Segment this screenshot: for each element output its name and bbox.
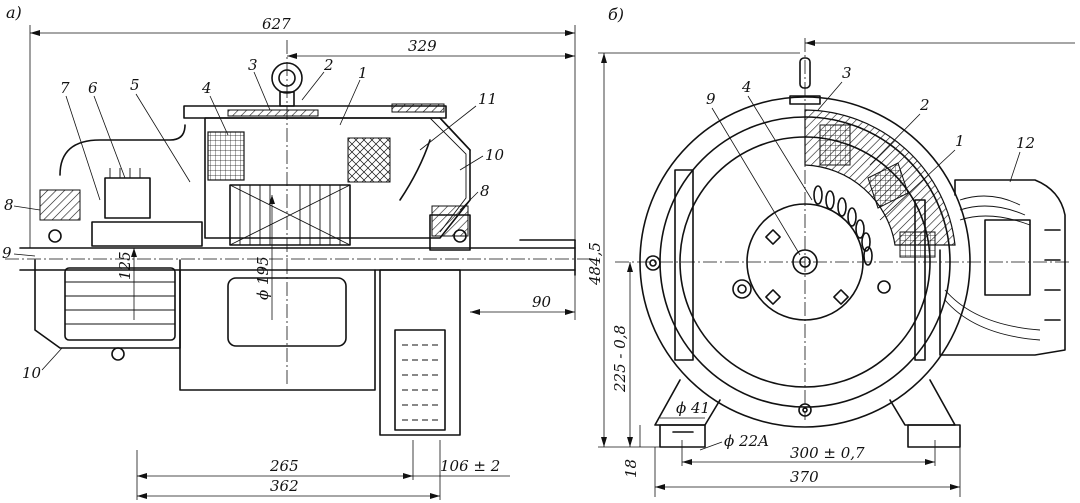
callout-1-a: 1: [358, 64, 368, 82]
frame-outer: [639, 96, 971, 428]
dimension-627: 6 2 7: [29, 15, 576, 248]
dimension-18: 18: [598, 425, 660, 478]
dimension-125: 125: [116, 248, 137, 320]
callout-7-a: 7: [60, 79, 70, 97]
callout-8-left: 8: [4, 196, 14, 214]
callout-10-bottom: 10: [22, 364, 42, 382]
dimension-329-label: 329: [408, 37, 437, 55]
terminal-box-end: [939, 179, 1066, 356]
dimension-90: 90: [470, 275, 576, 320]
dimension-370-label: 370: [790, 468, 819, 486]
dimension-225-label: 225 - 0,8: [611, 325, 629, 393]
callout-1-b: 1: [955, 132, 965, 150]
brush-holder: [104, 177, 151, 219]
dimension-225: 225 - 0,8: [611, 262, 633, 447]
bearing-right: [431, 205, 469, 237]
dimension-diameter-41-label: ϕ 41: [676, 399, 710, 417]
dimension-329: 329: [287, 37, 575, 59]
fan-blade: [399, 139, 431, 201]
callout-8-right: 8: [480, 182, 490, 200]
callout-10-right: 10: [485, 146, 505, 164]
dimension-106: 106 ± 2: [413, 457, 510, 477]
callout-9-b: 9: [706, 90, 716, 108]
dimension-diameter-195-label: ϕ 195: [254, 256, 272, 300]
callout-2-a: 2: [323, 56, 334, 74]
dimension-484-5-label: 484,5: [586, 242, 604, 286]
panel-label-a: а): [6, 3, 22, 22]
dimension-370: 370: [654, 447, 961, 497]
callout-2-b: 2: [919, 96, 930, 114]
dimension-300: 300 ± 0,7: [681, 440, 936, 466]
dimension-265-label: 265: [269, 457, 299, 475]
callout-6-a: 6: [88, 79, 98, 97]
side-plate-left: [674, 169, 694, 361]
callout-labels-a: 1 2 3 4 5 6 7 8 8 9 10 10 11: [2, 56, 505, 382]
callout-9-a: 9: [2, 244, 12, 262]
panel-label-b: б): [608, 5, 624, 24]
callout-3-b: 3: [842, 64, 852, 82]
lifting-stud: [799, 57, 811, 89]
terminal-box: [379, 269, 461, 436]
dimension-106-label: 106 ± 2: [440, 457, 500, 475]
terminal-window: [227, 277, 347, 347]
callout-11-a: 11: [478, 90, 497, 108]
dimension-diameter-195: ϕ 195: [254, 195, 275, 320]
callout-labels-b: 1 2 3 4 9 12: [706, 64, 1035, 256]
dimension-484-5: 484,5: [586, 52, 800, 447]
dimension-diameter-22a: ϕ 22A: [699, 432, 769, 451]
dimension-265: 265: [137, 457, 413, 479]
lower-housing: [179, 269, 376, 391]
dimension-362-label: 362: [270, 477, 299, 495]
dimension-362: 362: [136, 440, 441, 500]
dimension-diameter-41: ϕ 41: [660, 399, 710, 419]
callout-12-b: 12: [1016, 134, 1035, 152]
callout-4-b: 4: [741, 78, 752, 96]
rotor-core: [229, 184, 351, 246]
dimension-300-label: 300 ± 0,7: [790, 444, 865, 462]
callout-5-a: 5: [130, 76, 140, 94]
bolt-holes: [645, 229, 891, 417]
callout-4-a: 4: [201, 79, 212, 97]
fan-cover-left: [34, 259, 181, 361]
dimension-125-label: 125: [116, 251, 134, 280]
shaft: [5, 239, 590, 276]
stator-winding-left: [207, 131, 245, 181]
bearing-left: [39, 189, 81, 221]
shaft-end: [792, 249, 818, 275]
stator-winding-right: [347, 137, 391, 183]
dimension-diameter-22a-label: ϕ 22A: [724, 432, 769, 450]
dimension-627-label: 627: [262, 15, 291, 33]
dimension-90-label: 90: [532, 293, 552, 311]
side-section-view: 6 2 7 329: [2, 15, 590, 500]
end-view: 484,5 225 - 0,8 18 ϕ 41 ϕ 22A: [586, 38, 1075, 497]
dimension-18-label: 18: [622, 459, 640, 478]
rotor-slots: [813, 185, 873, 266]
end-shield: [746, 203, 864, 321]
cable-tube: [59, 124, 186, 176]
mount-feet: [654, 379, 961, 448]
callout-3-a: 3: [248, 56, 258, 74]
